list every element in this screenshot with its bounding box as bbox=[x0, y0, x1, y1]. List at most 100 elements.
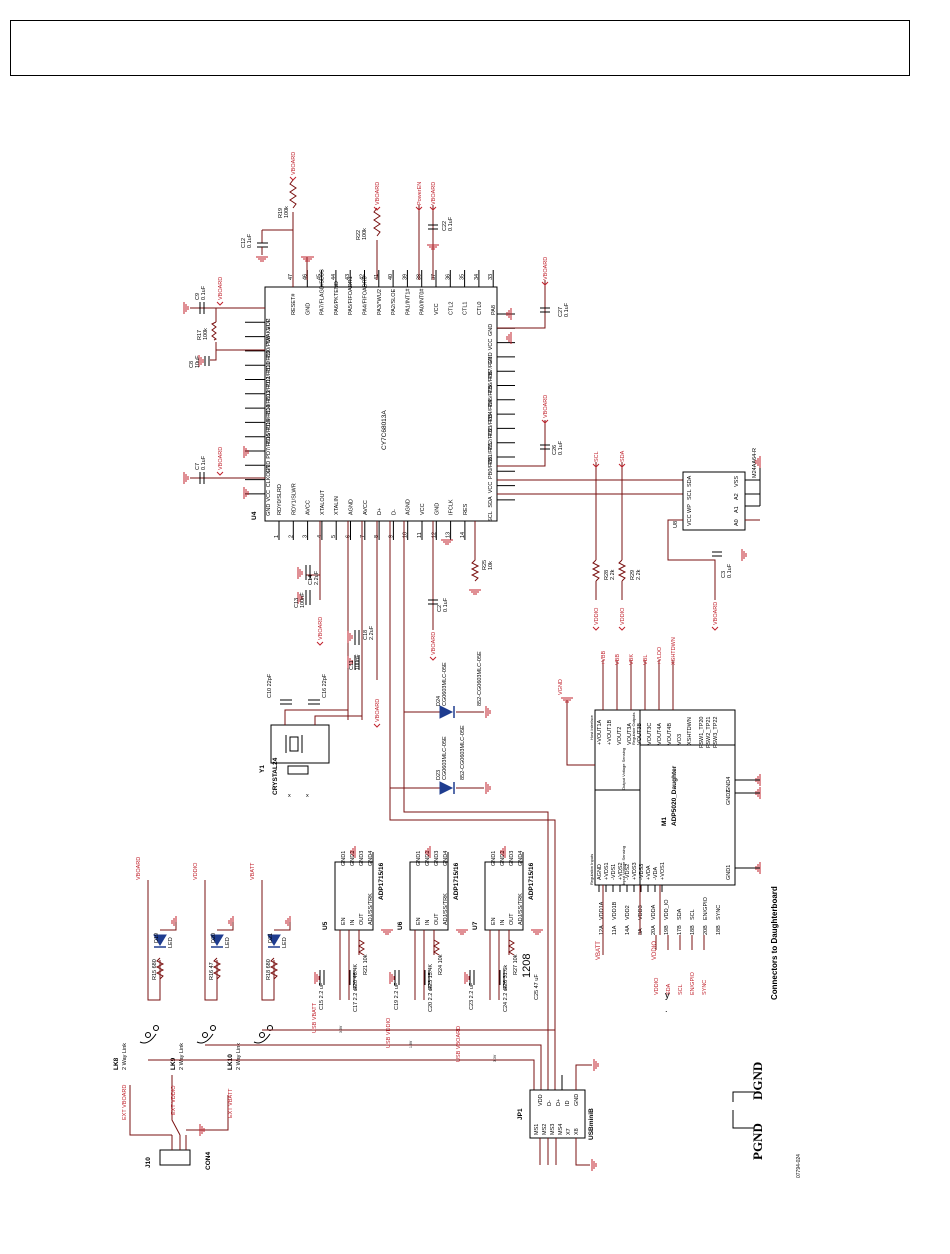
m1-top-pin: +VOUT1B bbox=[607, 719, 613, 745]
net-arrow bbox=[541, 281, 549, 286]
net-label: PowerEN bbox=[417, 182, 423, 205]
link-ref: LK10 bbox=[227, 1054, 234, 1070]
u4-bottom-pin-label: AVCC bbox=[363, 500, 369, 515]
u4-right-pins: GNDVCCGNDPB7/FD7PB6/FD6PB5/FD5PB4/FD4PB3… bbox=[488, 313, 515, 522]
ldo-pin: GND1 bbox=[416, 851, 422, 866]
jp1-right-pin: VDD bbox=[538, 1094, 544, 1106]
m1-out-net: VBL bbox=[643, 655, 649, 665]
u4-top-pin-num: 42 bbox=[360, 274, 366, 280]
svg-text:VDDIO: VDDIO bbox=[652, 941, 658, 960]
d23-alt: 852-CG0603MLC-05E bbox=[460, 725, 466, 780]
link-type: 2 Way Link bbox=[236, 1043, 242, 1070]
net-label: VDDIO bbox=[620, 607, 626, 625]
m1-pins: VDD1A12AVDD1B11AVDD214AVDD33AVDDA20AVDD_… bbox=[597, 717, 732, 935]
led-net: VBATT bbox=[250, 862, 256, 880]
ldo-pin: GND2 bbox=[425, 851, 431, 866]
svg-text:C26: C26 bbox=[552, 445, 558, 455]
ldo-part: ADP1715/16 bbox=[453, 862, 460, 900]
u8-right-pin: A2 bbox=[734, 493, 740, 500]
net-arrow bbox=[373, 723, 381, 728]
u4-left-pin-label: PD1/FD9 bbox=[266, 350, 272, 373]
m1-in-net: SYNC bbox=[702, 980, 708, 995]
m1-right-pin: GND2 bbox=[726, 790, 732, 805]
ldo-cin-gnd bbox=[314, 971, 320, 985]
usb-vbatt-v: 3.3V bbox=[339, 1025, 343, 1033]
m1-out-net: +VLDO bbox=[657, 646, 663, 665]
u8-right-pin: VSS bbox=[734, 476, 740, 487]
u4-top-pin-label: PA6/PKTEND bbox=[334, 281, 340, 315]
u4-left-pin-label: PD4/FD12 bbox=[266, 390, 272, 416]
jp1-left-pin: MS2 bbox=[542, 1124, 548, 1135]
ldo-pin: EN bbox=[416, 917, 422, 925]
u4-left-pin-label: *WAKEUP bbox=[266, 318, 272, 344]
u4-right-pin-label: VCC bbox=[488, 339, 494, 351]
u4-bottom-pin-label: IFCLK bbox=[449, 499, 455, 515]
m1-in-net: EN/GPIO bbox=[690, 971, 696, 995]
jp1-left-pin: MS4 bbox=[558, 1124, 564, 1135]
j10-ref: J10 bbox=[145, 1157, 152, 1168]
net-label: VBOARD bbox=[543, 395, 549, 418]
svg-text:0.1uF: 0.1uF bbox=[201, 285, 207, 300]
u4-bottom-pin-label: XTALOUT bbox=[320, 489, 326, 515]
m1-left-num: 17B bbox=[677, 925, 683, 935]
m1-section: Regulation Inputs bbox=[589, 854, 594, 885]
net-arrow bbox=[373, 206, 381, 211]
link-arc bbox=[253, 1033, 271, 1044]
tvs-diodes: D24 CG0603MLC-05E 852-CG0603MLC-05E D23 … bbox=[390, 651, 491, 795]
link-pin bbox=[153, 1025, 159, 1031]
svg-text:C12: C12 bbox=[241, 238, 247, 248]
u4-top-pin-label: PA3/*WU2 bbox=[377, 289, 383, 315]
ldo-cin: C15 2.2 uF bbox=[319, 982, 325, 1010]
u4-right-pin-label: PB4/FD4 bbox=[488, 399, 494, 421]
u4-bottom-pin-num: 13 bbox=[446, 532, 452, 538]
u4-right-pin-label: GND bbox=[488, 352, 494, 364]
ldo-pin: IN bbox=[500, 919, 506, 925]
ldo-pin: ADJ/SS/TRK bbox=[443, 893, 449, 925]
ldo-pin: ADJ/SS/TRK bbox=[518, 893, 524, 925]
u4-left-pin-label: GND bbox=[266, 504, 272, 516]
m1-bottom-pin: +VOS1 bbox=[660, 862, 666, 880]
d23-part: CG0603MLC-05E bbox=[442, 736, 448, 780]
svg-text:VBATT: VBATT bbox=[596, 941, 602, 960]
u4-bottom-pin-label: RDY0/SLRD bbox=[277, 484, 283, 515]
m1-ref: M1 bbox=[661, 817, 668, 826]
m1-top-pin: VOUT3B bbox=[637, 723, 643, 745]
ldo-rtop: R27 10k bbox=[513, 954, 519, 975]
svg-text:2.2k: 2.2k bbox=[636, 569, 642, 580]
u4-top-pin-num: 38 bbox=[417, 274, 423, 280]
ldo-cout: C20 2.2 uF bbox=[428, 984, 434, 1012]
m1-left-pin: VDD2 bbox=[625, 905, 631, 920]
net-label: VBOARD bbox=[431, 632, 437, 655]
led-gnd bbox=[228, 915, 234, 929]
u4-bottom-pin-label: RDY1/SLWR bbox=[291, 483, 297, 515]
led-gnd-wire bbox=[274, 922, 291, 931]
ldo-part: ADP1715/16 bbox=[528, 862, 535, 900]
link-ref: LK8 bbox=[113, 1057, 120, 1070]
m1-left-num: 11A bbox=[612, 925, 618, 935]
dgnd-label: DGND bbox=[750, 1062, 765, 1100]
c25-label: C25 47 uF bbox=[534, 974, 540, 1000]
ldo-rtop-shape bbox=[358, 939, 365, 956]
m1-top-pin: VOUT3A bbox=[627, 723, 633, 745]
u4-left-pin-label: PD2/FD10 bbox=[266, 362, 272, 388]
u4-right-pin-label: PB0/FD0 bbox=[488, 457, 494, 479]
net-arrow bbox=[289, 176, 297, 181]
u4-left-pin-label: PD5/FD13 bbox=[266, 404, 272, 430]
ldo-rbot: R26 31.6k bbox=[503, 965, 509, 990]
ldo-pin: GND4 bbox=[368, 851, 374, 866]
u4-top-pin-num: 44 bbox=[331, 274, 337, 280]
ldo-cout: C24 2.2 uF bbox=[503, 984, 509, 1012]
led-wire bbox=[147, 880, 161, 1001]
u4-left-pin-label: PD0/FD8 bbox=[266, 336, 272, 359]
led-res bbox=[212, 957, 222, 980]
svg-text:R22: R22 bbox=[356, 230, 362, 240]
u4-right-pin-label: SDA bbox=[488, 496, 494, 508]
